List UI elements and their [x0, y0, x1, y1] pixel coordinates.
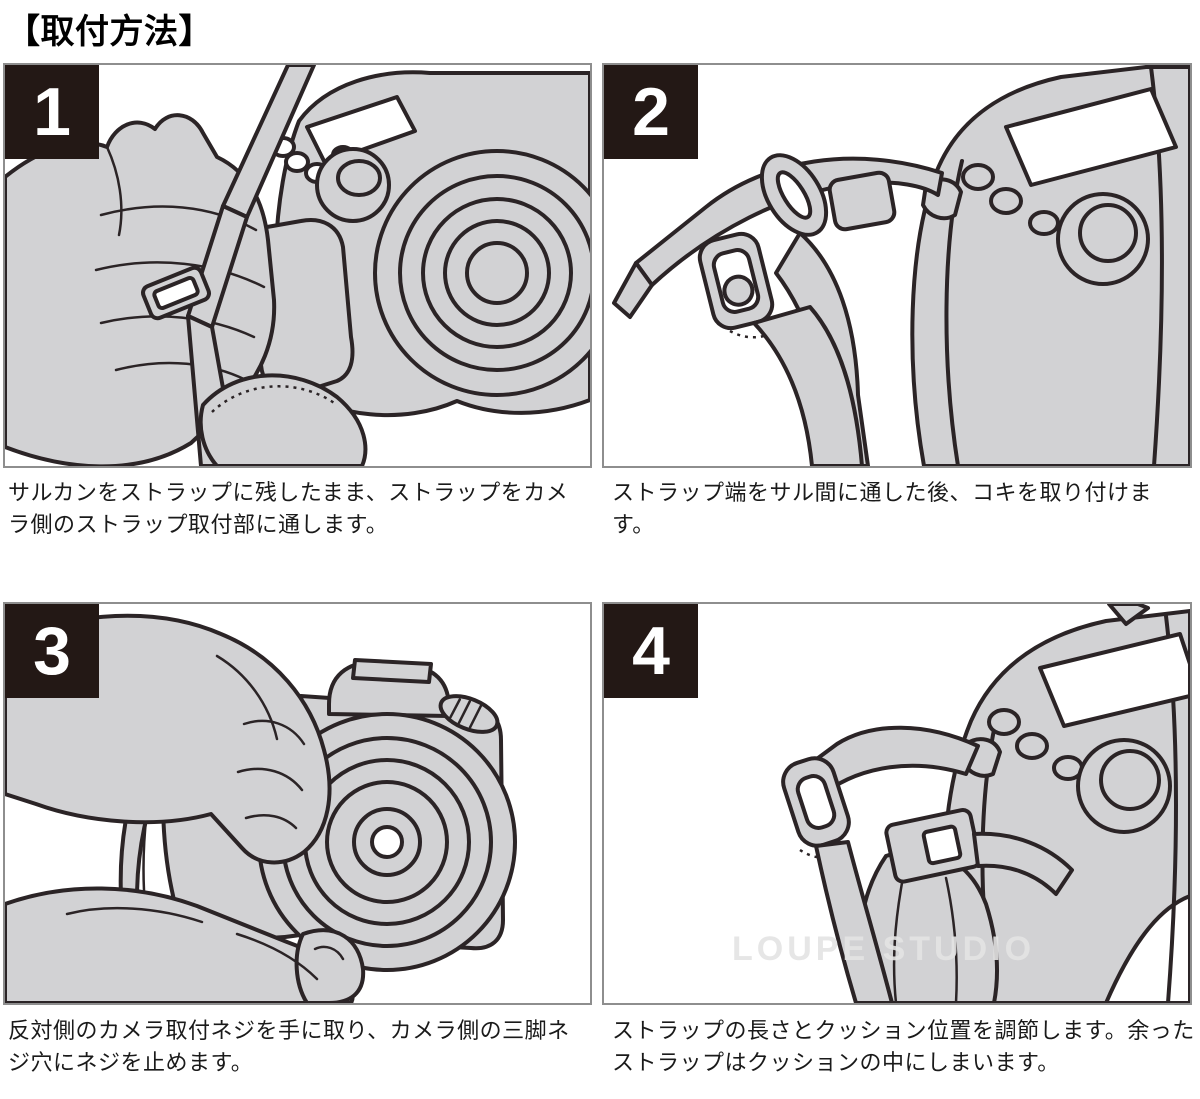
watermark-text: LOUPE STUDIO	[732, 930, 1035, 968]
step-number-badge: 4	[604, 604, 698, 698]
step-caption-1: サルカンをストラップに残したまま、ストラップをカメラ側のストラップ取付部に通しま…	[8, 480, 569, 537]
step-4-illustration: LOUPE STUDIO	[732, 604, 1190, 1003]
step-caption-4: ストラップの長さとクッション位置を調節します。余ったストラップはクッションの中に…	[612, 1018, 1195, 1075]
step-panel-2: 2	[602, 63, 1192, 468]
step-caption-3: 反対側のカメラ取付ネジを手に取り、カメラ側の三脚ネジ穴にネジを止めます。	[8, 1018, 570, 1075]
step-panel-3: 3	[3, 602, 592, 1005]
step-caption-2: ストラップ端をサル間に通した後、コキを取り付けます。	[612, 480, 1153, 537]
step-number-badge: 1	[5, 65, 99, 159]
strap-illustration	[141, 65, 368, 466]
step-1-illustration	[5, 65, 590, 466]
dial-illustration	[438, 694, 500, 734]
page-title: 【取付方法】	[6, 13, 213, 51]
camera-illustration	[250, 70, 590, 418]
lower-hand-illustration	[5, 886, 366, 1003]
step-2-illustration	[612, 65, 1190, 466]
camera-illustration	[910, 65, 1190, 466]
slider-illustration	[827, 170, 897, 232]
step-panel-1: 1	[3, 63, 592, 468]
swivel-ring-illustration	[759, 153, 829, 237]
step-number-badge: 3	[5, 604, 99, 698]
swivel-body-illustration	[697, 231, 775, 331]
strap-illustration	[781, 725, 1074, 1003]
strap-illustration	[612, 153, 944, 466]
buckle-illustration	[141, 265, 211, 321]
step-number-badge: 2	[604, 65, 698, 159]
step-panel-4: LOUPE STUDIO 4	[602, 602, 1192, 1005]
